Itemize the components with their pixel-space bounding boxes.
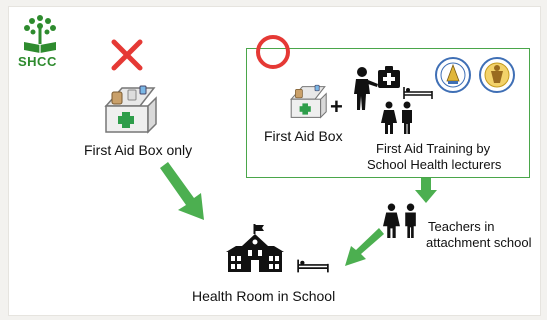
logo-text: SHCC (18, 54, 57, 69)
teachers-label-line2: attachment school (426, 235, 532, 250)
bed-icon (296, 258, 330, 274)
university-seal-icon (434, 56, 472, 94)
school-building-icon (226, 224, 284, 274)
down-arrow-icon (414, 178, 438, 204)
teachers-label-line1: Teachers in (428, 219, 495, 234)
destination-label: Health Room in School (192, 288, 336, 304)
first-aid-box-label: First Aid Box (264, 128, 343, 144)
right-arrow-icon (343, 226, 385, 268)
recommended-option-box (246, 48, 530, 178)
left-arrow-icon (158, 160, 210, 222)
cross-icon (110, 38, 144, 72)
tree-book-icon (24, 15, 56, 53)
teachers-icon (381, 203, 421, 239)
plus-sign: + (330, 94, 343, 119)
first-aid-box-icon (100, 84, 160, 136)
bed-icon (402, 86, 434, 100)
lecturers-icon (380, 101, 416, 135)
circle-icon (254, 33, 292, 71)
training-label-line1: First Aid Training by (376, 141, 491, 156)
first-aid-box-small-icon (287, 83, 329, 121)
faculty-seal-icon (478, 56, 516, 94)
shcc-logo: SHCC (18, 12, 62, 69)
left-option-label: First Aid Box only (84, 142, 193, 158)
training-label-line2: School Health lecturers (367, 157, 502, 172)
person-with-kit-icon (350, 64, 406, 112)
